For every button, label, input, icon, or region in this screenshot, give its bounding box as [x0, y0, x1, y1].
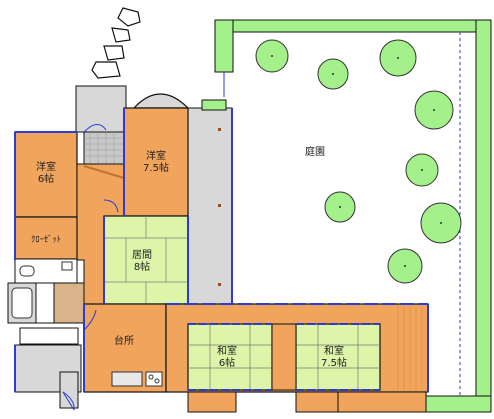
- western-room-left-size: 6帖: [38, 172, 54, 185]
- doors: [62, 199, 119, 411]
- japanese-room-left-size: 6帖: [219, 356, 235, 369]
- western-room-right-size: 7.5帖: [143, 161, 169, 174]
- japanese-room-right-name: 和室: [324, 344, 344, 357]
- western-room-left-name: 洋室: [36, 160, 56, 173]
- western-room-right-name: 洋室: [146, 149, 166, 162]
- kitchen-name: 台所: [114, 334, 134, 347]
- garden-trees: [255, 39, 462, 284]
- living-room-name: 居間: [132, 249, 152, 261]
- living-room-size: 8帖: [134, 260, 150, 273]
- entrance-area: [75, 85, 127, 165]
- storage: [53, 282, 85, 324]
- engawa-corridor: [187, 107, 233, 305]
- closet-name: ｸﾛｰｾﾞｯﾄ: [31, 235, 61, 245]
- japanese-room-left: [187, 323, 273, 391]
- japanese-room-right: [295, 323, 381, 391]
- changing-room: [35, 282, 55, 324]
- closet: [14, 216, 78, 260]
- bay-window: [132, 93, 190, 109]
- garden-fence: [214, 19, 492, 413]
- walls: [14, 108, 429, 392]
- western-room-left: [14, 131, 78, 218]
- japanese-room-right-size: 7.5帖: [321, 356, 347, 369]
- stepping-stones: [91, 7, 141, 79]
- japanese-room-left-name: 和室: [217, 344, 237, 357]
- garden-name: 庭園: [305, 145, 325, 158]
- western-room-right: [123, 107, 189, 217]
